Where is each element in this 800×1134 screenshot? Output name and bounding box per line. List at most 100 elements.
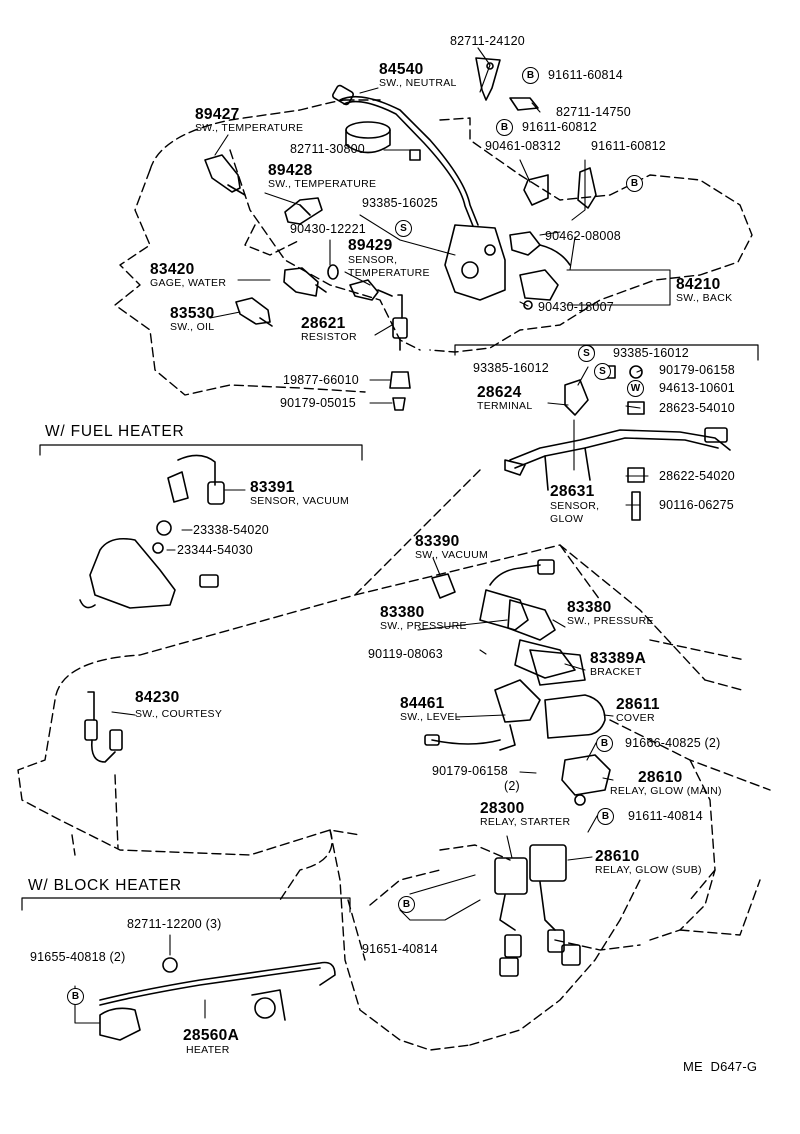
- badge-s-icon: S: [594, 363, 611, 380]
- badge-b-icon: B: [626, 175, 643, 192]
- hardware-label: 90116-06275: [659, 498, 734, 512]
- hardware-label: 90461-08312: [485, 139, 561, 153]
- starter-relay-28300-drawing: [494, 857, 528, 977]
- hardware-label: 91611-40814: [628, 809, 703, 823]
- part-number-83390: 83390: [415, 533, 460, 550]
- part-name-83420: GAGE, WATER: [150, 277, 227, 289]
- part-number-89428: 89428: [268, 162, 313, 179]
- heater-28560a-drawing: [99, 957, 336, 1041]
- glow-bracket: [454, 344, 759, 361]
- drawing-code: ME D647-G: [683, 1059, 758, 1074]
- hardware-label: 93385-16012: [613, 346, 689, 360]
- part-name-28631: SENSOR, GLOW: [550, 500, 600, 525]
- part-number-83420: 83420: [150, 261, 195, 278]
- badge-b-icon: B: [522, 67, 539, 84]
- part-number-83380-left: 83380: [380, 604, 425, 621]
- hardware-label: 91611-60814: [548, 68, 623, 82]
- hardware-label: 23338-54020: [193, 523, 269, 537]
- hardware-label: 90179-06158: [432, 764, 508, 778]
- part-name-28560a: HEATER: [186, 1044, 230, 1056]
- part-name-83390: SW., VACUUM: [415, 549, 489, 561]
- glow-sensor-28631-drawing: [504, 427, 731, 491]
- part-number-84230: 84230: [135, 689, 180, 706]
- pressure-switches-83380-drawing: [479, 589, 576, 679]
- bracket-83389a-drawing: [529, 649, 586, 686]
- hardware-label: 91611-60812: [522, 120, 597, 134]
- part-number-28621: 28621: [301, 315, 346, 332]
- badge-b-icon: B: [597, 808, 614, 825]
- hardware-label: 93385-16025: [362, 196, 438, 210]
- resistor-28621-drawing: [392, 294, 408, 351]
- badge-s-icon: S: [578, 345, 595, 362]
- hardware-label: 90119-08063: [368, 647, 443, 661]
- part-name-84230: SW., COURTESY: [135, 708, 223, 720]
- part-number-83391: 83391: [250, 479, 295, 496]
- part-number-28610-sub: 28610: [595, 848, 640, 865]
- water-gage-83420-drawing: [283, 264, 339, 297]
- glow-relay-sub-28610-drawing: [529, 844, 581, 966]
- part-name-28611: COVER: [616, 712, 655, 724]
- part-name-84461: SW., LEVEL: [400, 711, 461, 723]
- badge-b-icon: B: [67, 988, 84, 1005]
- rubber-cap-82711-30800-drawing: [345, 121, 421, 161]
- part-name-84210: SW., BACK: [676, 292, 733, 304]
- block-heater-bracket: [21, 897, 351, 913]
- bolt-90179-05015-drawing: [392, 397, 406, 411]
- part-name-83530: SW., OIL: [170, 321, 215, 333]
- hardware-label: 93385-16012: [473, 361, 549, 375]
- neutral-switch-drawing: [332, 84, 506, 301]
- temp-sensor-89429-drawing: [349, 279, 393, 301]
- part-number-89427: 89427: [195, 106, 240, 123]
- part-name-89427: SW., TEMPERATURE: [195, 122, 304, 134]
- hardware-label: 91666-40825 (2): [625, 736, 721, 750]
- part-number-83530: 83530: [170, 305, 215, 322]
- part-number-89429: 89429: [348, 237, 393, 254]
- bracket-82711-24120-drawing: [475, 57, 501, 101]
- part-name-28610-main: RELAY, GLOW (MAIN): [610, 785, 722, 797]
- hardware-label: 28623-54010: [659, 401, 735, 415]
- part-number-28300: 28300: [480, 800, 525, 817]
- hardware-label: 82711-24120: [450, 34, 525, 48]
- badge-w-icon: W: [627, 380, 644, 397]
- hardware-label: 82711-14750: [556, 105, 631, 119]
- hardware-label: 82711-12200 (3): [127, 917, 222, 931]
- part-name-83391: SENSOR, VACUUM: [250, 495, 350, 507]
- part-number-28624: 28624: [477, 384, 522, 401]
- courtesy-switch-84230-drawing: [84, 691, 123, 763]
- badge-b-icon: B: [496, 119, 513, 136]
- body-outline: [17, 469, 771, 1051]
- part-name-89428: SW., TEMPERATURE: [268, 178, 377, 190]
- hardware-label: 90430-18007: [538, 300, 614, 314]
- temp-switch-89427-drawing: [204, 154, 246, 196]
- part-name-28300: RELAY, STARTER: [480, 816, 571, 828]
- part-name-28610-sub: RELAY, GLOW (SUB): [595, 864, 702, 876]
- hardware-label: 91651-40814: [362, 942, 438, 956]
- badge-b-icon: B: [398, 896, 415, 913]
- part-number-84461: 84461: [400, 695, 445, 712]
- fuel-heater-bracket: [39, 444, 363, 461]
- cover-28611-drawing: [544, 694, 606, 739]
- part-number-83380-right: 83380: [567, 599, 612, 616]
- part-name-84540: SW., NEUTRAL: [379, 77, 457, 89]
- glow-relay-main-28610-drawing: [561, 754, 611, 806]
- oil-switch-83530-drawing: [235, 297, 273, 327]
- nut-19877-drawing: [389, 371, 411, 389]
- hardware-label: 91611-60812: [591, 139, 666, 153]
- badge-b-icon: B: [596, 735, 613, 752]
- hardware-label: 23344-54030: [177, 543, 253, 557]
- part-number-83389a: 83389A: [590, 650, 647, 667]
- hardware-label: 28622-54020: [659, 469, 735, 483]
- terminal-28624-drawing: [564, 379, 589, 416]
- bracket-90462-drawing: [577, 167, 597, 209]
- level-switch-84461-drawing: [424, 679, 541, 751]
- part-name-83389a: BRACKET: [590, 666, 642, 678]
- part-name-83380-left: SW., PRESSURE: [380, 620, 467, 632]
- back-switch-84210-drawing: [509, 231, 571, 310]
- hardware-label: 90430-12221: [290, 222, 366, 236]
- hardware-label: 91655-40818 (2): [30, 950, 126, 964]
- badge-s-icon: S: [395, 220, 412, 237]
- hardware-label: 90179-05015: [280, 396, 356, 410]
- part-number-84540: 84540: [379, 61, 424, 78]
- bracket-90461-drawing: [523, 174, 549, 206]
